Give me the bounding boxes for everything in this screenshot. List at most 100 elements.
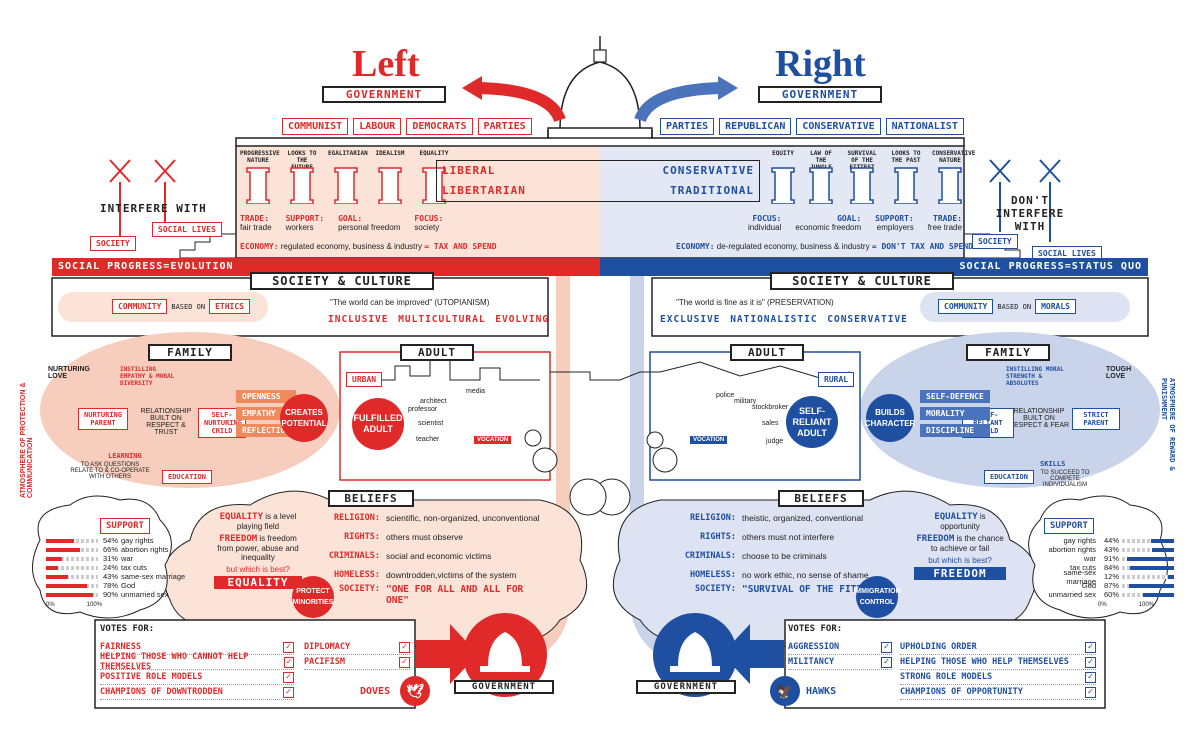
belief-row: HOMELESS:no work ethic, no sense of sham… — [689, 569, 869, 580]
right-heading: Right — [775, 43, 866, 85]
career: teacher — [416, 436, 440, 443]
vote-item: HELPING THOSE WHO HELP THEMSELVES✓ — [900, 655, 1096, 670]
fact-trade: TRADE:fair trade — [240, 214, 272, 232]
career: architect — [420, 398, 447, 405]
fulfilled-adult: FULFILLED ADULT — [352, 398, 404, 450]
vote-item: PACIFISM✓ — [304, 655, 410, 670]
party-tag: DEMOCRATS — [406, 118, 473, 135]
check-icon: ✓ — [1085, 641, 1096, 653]
support-pct: 78% — [102, 581, 118, 590]
career: media — [466, 388, 486, 395]
belief-row: CRIMINALS:choose to be criminals — [684, 550, 827, 561]
right-support-axis: 0%100% — [1098, 602, 1154, 608]
pillar: PROGRESSIVE NATURE — [240, 150, 280, 209]
column-icon — [771, 167, 795, 205]
support-bar — [1122, 574, 1174, 579]
support-bar — [46, 547, 98, 552]
right-beliefs-list: RELIGION:theistic, organized, convention… — [646, 508, 906, 603]
career: stockbroker — [752, 404, 789, 411]
nurturing-parent: NURTURING PARENT — [78, 408, 128, 430]
support-pct: 43% — [102, 572, 118, 581]
liberal-label: LIBERAL — [442, 164, 496, 177]
right-best: FREEDOM — [914, 567, 1006, 580]
belief-row: SOCIETY:"SURVIVAL OF THE FITTEST" — [695, 584, 885, 595]
check-icon: ✓ — [1085, 686, 1096, 698]
left-values-line: INCLUSIVE MULTICULTURAL EVOLVING — [328, 314, 550, 325]
nurturing-love: NURTURING LOVE — [48, 366, 90, 380]
left-support-axis: 0%100% — [46, 602, 102, 608]
support-row: 43%same-sex marriage — [46, 572, 185, 581]
right-quote: "The world is fine as it is" (PRESERVATI… — [676, 298, 834, 307]
right-votes-title: VOTES FOR: — [788, 624, 843, 634]
support-label: same-sex marriage — [121, 572, 186, 581]
left-heading: Left — [352, 43, 420, 85]
left-pillars: PROGRESSIVE NATURE LOOKS TO THE FUTURE E… — [240, 150, 452, 209]
left-beliefs-label: BELIEFS — [328, 490, 414, 507]
support-pct: 24% — [102, 563, 118, 572]
dove-icon: 🕊 — [400, 676, 430, 706]
check-icon: ✓ — [399, 641, 410, 653]
support-row: unmarried sex 60% — [1036, 590, 1174, 599]
right-family-label: FAMILY — [966, 344, 1050, 361]
right-community: COMMUNITY BASED ON MORALS — [938, 299, 1076, 314]
traditional-label: TRADITIONAL — [670, 184, 754, 197]
learning-label: LEARNING — [108, 452, 142, 460]
check-icon: ✓ — [881, 641, 892, 653]
fact-support: SUPPORT:employers — [875, 214, 914, 232]
left-relationship: RELATIONSHIP BUILT ON RESPECT & TRUST — [140, 408, 192, 436]
left-support-title: SUPPORT — [100, 518, 150, 534]
support-label: God — [1081, 581, 1096, 590]
right-government-label: GOVERNMENT — [758, 86, 882, 103]
support-bar — [46, 556, 98, 561]
conservative-label: CONSERVATIVE — [662, 164, 754, 177]
left-votes-list-b: DIPLOMACY✓ PACIFISM✓ — [304, 640, 410, 670]
pillar: CONSERVATIVE NATURE — [932, 150, 975, 209]
support-label: God — [121, 581, 136, 590]
support-pct: 44% — [1103, 536, 1119, 545]
left-social-lives-tag: SOCIAL LIVES — [152, 222, 222, 237]
belief-row: RELIGION:theistic, organized, convention… — [689, 512, 863, 523]
left-society-culture: SOCIETY & CULTURE — [250, 272, 434, 290]
support-pct: 91% — [1103, 554, 1119, 563]
support-row: 78%God — [46, 581, 185, 590]
ideology-frame — [436, 160, 760, 202]
support-pct: 43% — [1103, 545, 1119, 554]
support-label: unmarried sex — [1048, 590, 1096, 599]
vote-item: POSITIVE ROLE MODELS✓ — [100, 670, 294, 685]
column-icon — [334, 167, 358, 205]
support-pct: 54% — [102, 536, 118, 545]
column-icon — [246, 167, 270, 205]
support-bar — [46, 583, 98, 588]
left-interfere: INTERFERE WITH — [100, 202, 207, 215]
support-label: war — [121, 554, 134, 563]
left-education: EDUCATION — [162, 470, 212, 484]
right-adult-label: ADULT — [730, 344, 804, 361]
support-pct: 84% — [1103, 563, 1119, 572]
belief-row: HOMELESS:downtrodden,victims of the syst… — [333, 569, 517, 580]
support-bar — [1122, 592, 1174, 597]
support-pct: 60% — [1103, 590, 1119, 599]
immigration-control: IMMIGRATION CONTROL — [853, 576, 901, 618]
support-pct: 90% — [102, 590, 118, 599]
support-pct: 66% — [102, 545, 118, 554]
support-bar — [1122, 538, 1174, 543]
support-bar — [46, 592, 98, 597]
support-row: 66%abortion rights — [46, 545, 185, 554]
self-reliant-adult: SELF-RELIANT ADULT — [786, 396, 838, 448]
support-label: gay rights — [1063, 536, 1096, 545]
left-community: COMMUNITY BASED ON ETHICS — [112, 299, 250, 314]
support-label: war — [1083, 554, 1096, 563]
support-label: same-sex marriage — [1063, 567, 1096, 586]
right-vocation: VOCATION — [690, 436, 728, 444]
right-beliefs-label: BELIEFS — [778, 490, 864, 507]
doves-label: DOVES — [360, 686, 391, 697]
support-pct: 31% — [102, 554, 118, 563]
left-facts: TRADE:fair trade SUPPORT:workers GOAL:pe… — [240, 214, 443, 232]
left-parties: COMMUNIST LABOUR DEMOCRATS PARTIES — [282, 118, 532, 135]
left-family-label: FAMILY — [148, 344, 232, 361]
career: sales — [762, 420, 779, 427]
